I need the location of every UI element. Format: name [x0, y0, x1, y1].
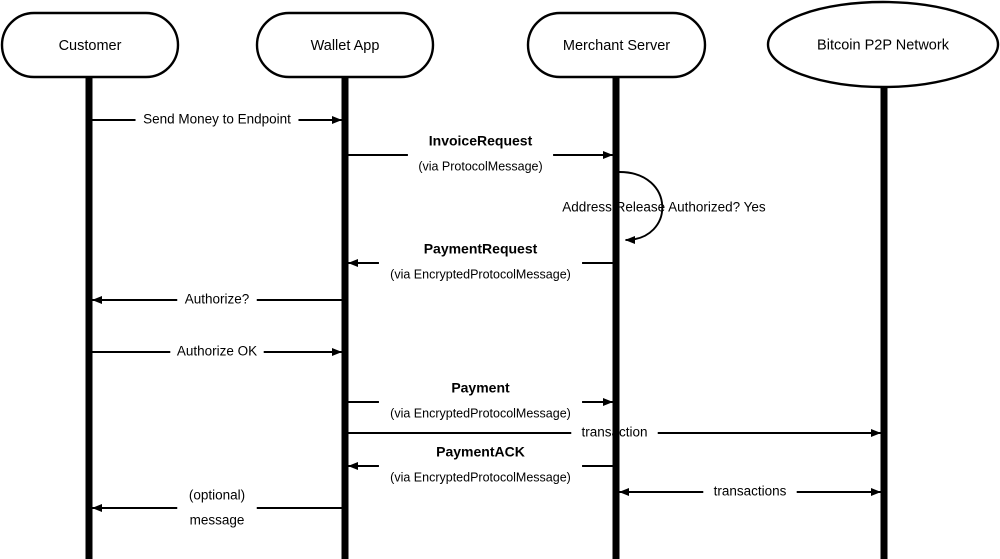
message-transactions: transactions [619, 484, 881, 499]
message-label-invoice-request: InvoiceRequest [429, 133, 533, 149]
participant-nodes-group: Customer Wallet App Merchant Server Bitcoin… [0, 0, 1000, 89]
participant-label-customer: Customer [59, 38, 122, 54]
participant-label-wallet: Wallet App [311, 38, 380, 54]
message-label-payment: Payment [451, 380, 510, 396]
message-label-authorize-query: Authorize? [185, 292, 250, 307]
participant-merchant[interactable]: Merchant Server [526, 11, 707, 79]
message-label-payment-request: PaymentRequest [424, 241, 538, 257]
message-label-transactions: transactions [714, 484, 787, 499]
message-send-money: Send Money to Endpoint [92, 112, 342, 127]
message-sublabel-optional-message: message [190, 513, 245, 528]
message-authorize-query: Authorize? [92, 292, 342, 307]
participant-bitcoin[interactable]: Bitcoin P2P Network [766, 0, 1000, 89]
message-authorize-ok: Authorize OK [92, 344, 342, 359]
participant-shape-merchant [526, 11, 707, 79]
message-payment: Payment (via EncryptedProtocolMessage) [348, 380, 613, 420]
participant-wallet[interactable]: Wallet App [255, 11, 435, 79]
message-label-send-money: Send Money to Endpoint [143, 112, 291, 127]
message-sublabel-invoice-request: (via ProtocolMessage) [418, 159, 542, 173]
participant-shape-wallet [255, 11, 435, 79]
message-label-address-release: Address Release Authorized? Yes [562, 200, 766, 215]
message-label-payment-ack: PaymentACK [436, 444, 525, 460]
participant-label-merchant: Merchant Server [563, 38, 670, 54]
message-transaction: transaction [348, 425, 881, 440]
message-sublabel-payment-ack: (via EncryptedProtocolMessage) [390, 470, 571, 484]
message-invoice-request: InvoiceRequest (via ProtocolMessage) [348, 133, 613, 173]
message-label-transaction: transaction [581, 425, 647, 440]
message-payment-request: PaymentRequest (via EncryptedProtocolMess… [348, 241, 613, 281]
participant-shape-bitcoin [766, 0, 1000, 89]
message-optional-message: (optional) message [92, 488, 342, 528]
message-label-optional-message: (optional) [189, 488, 245, 503]
lifelines-group [85, 77, 888, 559]
self-loop-arc-address-release [619, 171, 664, 244]
participant-shape-customer [0, 11, 180, 79]
message-payment-ack: PaymentACK (via EncryptedProtocolMessage) [348, 444, 613, 484]
message-sublabel-payment-request: (via EncryptedProtocolMessage) [390, 267, 571, 281]
participant-label-bitcoin: Bitcoin P2P Network [817, 37, 950, 53]
message-sublabel-payment: (via EncryptedProtocolMessage) [390, 406, 571, 420]
message-label-authorize-ok: Authorize OK [177, 344, 257, 359]
participant-customer[interactable]: Customer [0, 11, 180, 79]
message-address-release: Address Release Authorized? Yes [562, 171, 766, 244]
